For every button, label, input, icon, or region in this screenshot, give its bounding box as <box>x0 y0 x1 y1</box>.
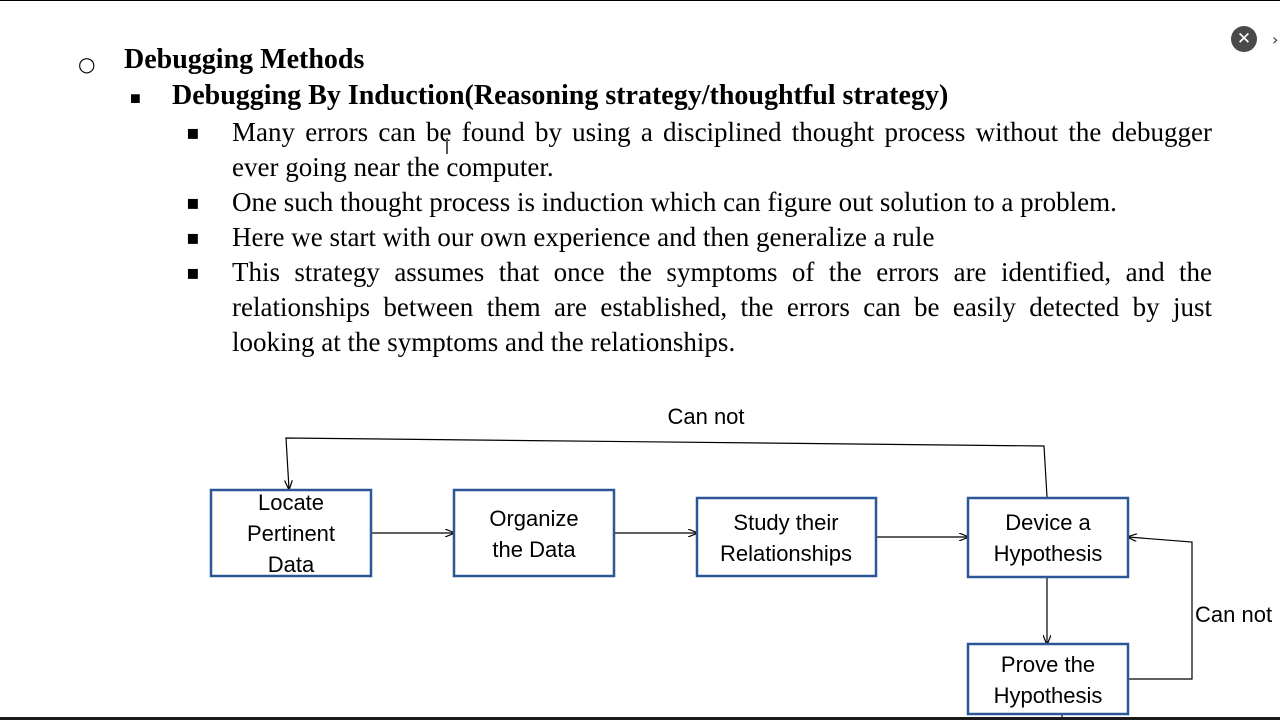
bottom-border <box>0 717 1280 720</box>
svg-text:Organize: Organize <box>489 506 578 531</box>
svg-text:Data: Data <box>268 552 315 577</box>
label-can-not-right: Can not <box>1195 602 1272 627</box>
subheading-bullet-icon: ■ <box>130 88 141 108</box>
loop-right-connector <box>1128 537 1193 680</box>
box-locate-pertinent-data: Locate Pertinent Data <box>209 488 373 578</box>
loop-top-connector <box>286 437 1048 498</box>
bullet-item: Many errors can be found by using a disc… <box>186 115 1212 185</box>
svg-text:Hypothesis: Hypothesis <box>994 541 1103 566</box>
edge-scroll-icon: › <box>1272 30 1279 49</box>
slide-heading: Debugging Methods <box>124 44 365 75</box>
svg-text:Locate: Locate <box>258 490 324 515</box>
text-cursor-icon <box>446 138 448 154</box>
box-organize-the-data: Organize the Data <box>452 488 616 578</box>
svg-text:Relationships: Relationships <box>720 541 852 566</box>
top-border <box>0 0 1280 1</box>
svg-text:Study their: Study their <box>733 510 838 535</box>
svg-text:the Data: the Data <box>492 537 576 562</box>
svg-text:Hypothesis: Hypothesis <box>994 683 1103 708</box>
slide-subheading: Debugging By Induction(Reasoning strateg… <box>172 80 949 111</box>
svg-text:Device a: Device a <box>1005 510 1091 535</box>
label-can-not-top: Can not <box>667 404 744 429</box>
bullet-item: Here we start with our own experience an… <box>186 220 1212 255</box>
svg-text:Prove the: Prove the <box>1001 652 1095 677</box>
heading-bullet-icon: ○ <box>78 52 96 76</box>
box-prove-hypothesis: Prove the Hypothesis <box>966 642 1130 716</box>
box-device-hypothesis: Device a Hypothesis <box>966 496 1130 579</box>
bullet-item: One such thought process is induction wh… <box>186 185 1212 220</box>
box-study-relationships: Study their Relationships <box>695 496 878 578</box>
close-icon[interactable]: ✕ <box>1231 26 1257 52</box>
svg-text:Pertinent: Pertinent <box>247 521 335 546</box>
bullet-list: Many errors can be found by using a disc… <box>186 115 1212 360</box>
bullet-item: This strategy assumes that once the symp… <box>186 255 1212 360</box>
